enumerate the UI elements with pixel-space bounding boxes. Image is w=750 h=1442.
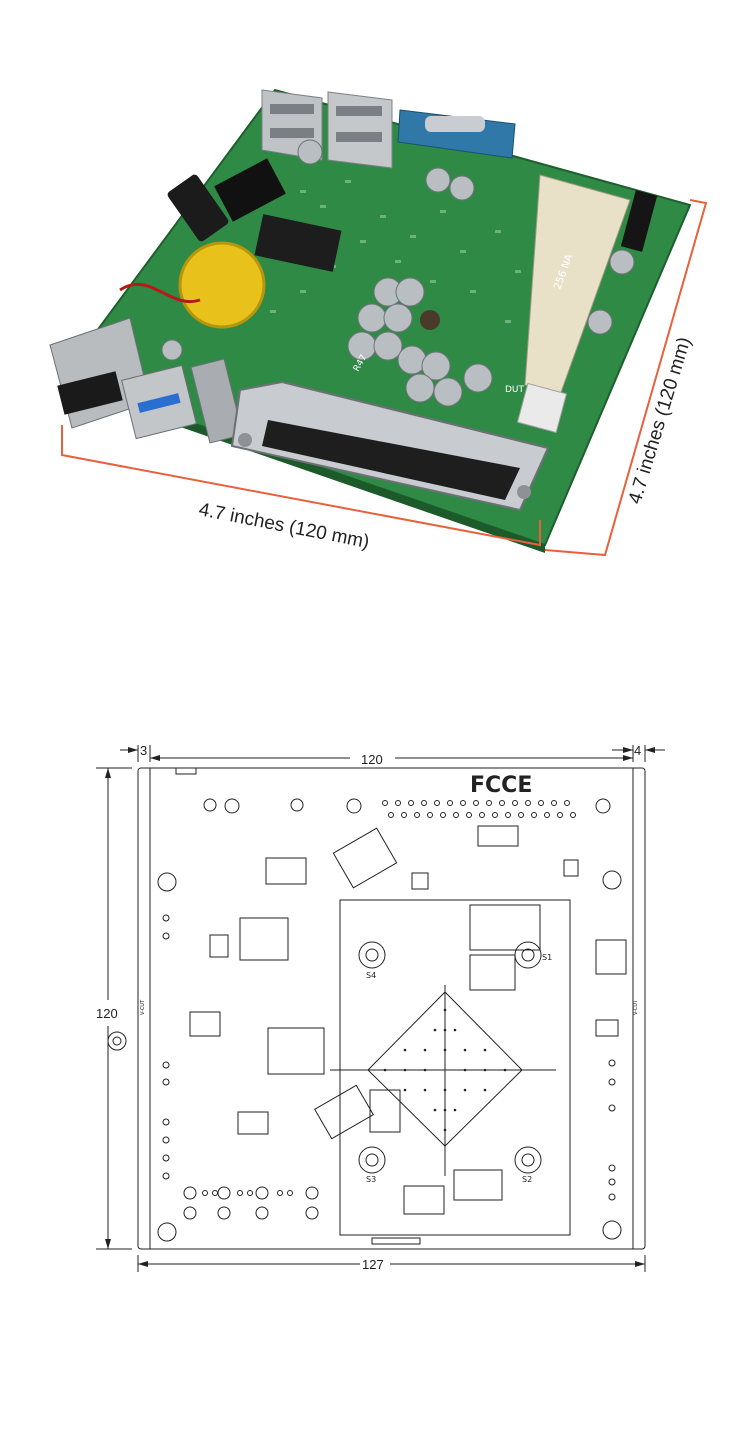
- pin-header: [620, 190, 658, 252]
- dimension-lines: [61, 199, 708, 557]
- usb-stack-rear-right: [327, 91, 393, 169]
- capacitor-cluster: [161, 139, 635, 407]
- vcut-mark-left: V-CUT: [140, 999, 146, 1015]
- fcc-ce-logo: FCCE: [470, 773, 532, 798]
- dim-side-height: 120: [96, 1006, 118, 1021]
- display-port: [190, 358, 244, 444]
- mechanical-drawing: 3 120 4 120 127 FCCE S1 S2 S3 S4 V-CUT V…: [96, 743, 665, 1272]
- dim-top-right: 4: [634, 743, 641, 758]
- dim-top-width: 120: [361, 752, 383, 767]
- serial-port-connector: [397, 109, 516, 159]
- side-pins: [162, 914, 616, 1201]
- battery-wire: [119, 282, 201, 304]
- bottom-connector-strip: [371, 1237, 421, 1245]
- cmos-battery: [178, 241, 266, 329]
- pin-row-top: [382, 800, 576, 818]
- board-outline: [137, 767, 646, 1250]
- db37-connector: [230, 380, 550, 512]
- standoff-s1: S1: [542, 953, 552, 962]
- dim-top-left: 3: [140, 743, 147, 758]
- component-footprints: [189, 825, 627, 1215]
- inductor: [420, 310, 440, 330]
- pin-row-bottom: [183, 1186, 319, 1220]
- cpu-area-outline: [339, 899, 571, 1236]
- vcut-mark-right: V-CUT: [633, 999, 639, 1015]
- bga-ball-grid: [383, 1008, 507, 1132]
- power-connector: [516, 382, 568, 434]
- standoff-s4: S4: [366, 971, 376, 980]
- standoff-s2: S2: [522, 1175, 532, 1184]
- ethernet-port: [49, 317, 151, 429]
- sata-connector: [167, 174, 229, 242]
- main-chip: [254, 214, 342, 272]
- dim-bottom-width: 127: [362, 1257, 384, 1272]
- dut-silkscreen: DUT: [505, 385, 525, 395]
- mpcie-slot: [214, 158, 286, 222]
- motherboard-photo: 256 NA R47 DUT 4.7 inches (1: [49, 88, 708, 557]
- dimension-arrows: [105, 747, 655, 1267]
- usb3-port-front: [121, 364, 197, 440]
- standoff-s3: S3: [366, 1175, 376, 1184]
